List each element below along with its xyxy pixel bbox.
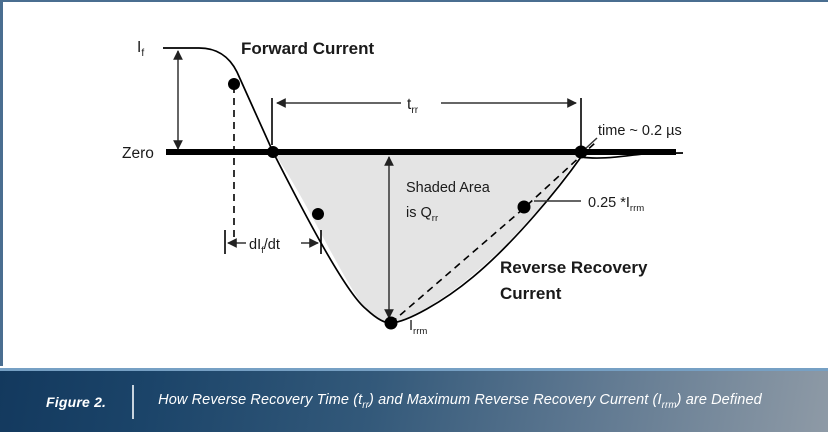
- marker-zero-crossing-start: [267, 146, 279, 158]
- marker-irrm-minimum: [384, 316, 398, 330]
- reverse-recovery-title-line1: Reverse Recovery: [500, 258, 648, 277]
- caption-segment-3: ) are Defined: [676, 392, 762, 409]
- figure-number: Figure 2.: [46, 393, 107, 410]
- marker-trr-end: [574, 145, 588, 159]
- caption-subscript-trr: rr: [362, 399, 370, 411]
- caption-subscript-irrm: rrm: [661, 399, 677, 411]
- reverse-recovery-title-line2: Current: [500, 284, 562, 303]
- qrr-shaded-region: [273, 152, 581, 324]
- diagram-panel: If Zero Forward Current trr dIf/dt: [0, 0, 828, 366]
- quarter-irrm-label: 0.25 *Irrm: [588, 195, 644, 214]
- irrm-label: Irrm: [409, 318, 427, 337]
- shaded-area-label-line2: is Qrr: [406, 205, 439, 224]
- caption-segment-2: ) and Maximum Reverse Recovery Current (…: [369, 392, 662, 409]
- marker-quarter-irrm: [517, 200, 531, 214]
- marker-didt-end: [312, 208, 324, 220]
- shaded-area-label-line1: Shaded Area: [406, 180, 491, 196]
- marker-didt-start: [228, 78, 240, 90]
- current-waveform-curve: [163, 47, 684, 324]
- caption-segment-1: How Reverse Recovery Time (t: [158, 392, 363, 409]
- time-annotation-leader: [583, 137, 598, 151]
- caption-divider: [132, 384, 135, 419]
- didt-label: dIf/dt: [249, 237, 280, 256]
- reverse-recovery-waveform-chart: If Zero Forward Current trr dIf/dt: [122, 39, 684, 337]
- figure-caption-bar: Figure 2. How Reverse Recovery Time (trr…: [0, 368, 828, 432]
- forward-current-title: Forward Current: [241, 39, 375, 58]
- if-label: If: [137, 39, 144, 59]
- figure-caption-text: How Reverse Recovery Time (trr) and Maxi…: [158, 392, 762, 411]
- zero-axis-label: Zero: [122, 145, 154, 162]
- trr-label: trr: [407, 96, 419, 116]
- time-annotation-label: time ~ 0.2 µs: [598, 123, 682, 139]
